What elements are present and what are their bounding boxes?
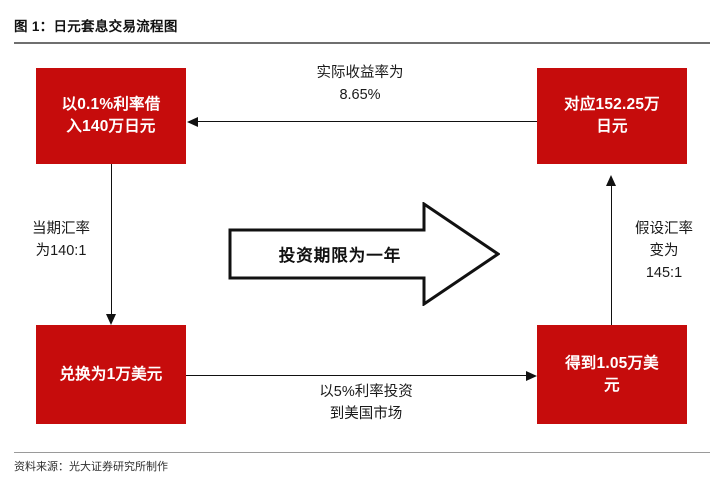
node-top-left-line-1: 以0.1%利率借: [61, 96, 161, 113]
node-top-right-line-1: 对应152.25万: [564, 96, 660, 113]
footer-divider: [14, 452, 710, 453]
arrow-line: [111, 164, 112, 314]
edge-label-right-line-2: 变为: [649, 242, 679, 259]
edge-label-left: 当期汇率 为140:1: [18, 219, 104, 263]
arrow-head-down-icon: [106, 314, 116, 325]
arrow-head-left-icon: [187, 116, 198, 127]
node-bottom-right-line-2: 元: [604, 376, 620, 394]
node-bottom-right: 得到1.05万美 元: [537, 325, 687, 424]
node-top-right: 对应152.25万 日元: [537, 68, 687, 164]
page-title: 图 1：日元套息交易流程图: [14, 19, 178, 34]
edge-label-top: 实际收益率为 8.65%: [252, 63, 468, 107]
source-note: 资料来源：光大证券研究所制作: [14, 461, 168, 473]
edge-label-top-line-1: 实际收益率为: [316, 65, 404, 81]
arrow-line: [197, 121, 537, 122]
node-top-left: 以0.1%利率借 入140万日元: [36, 68, 186, 164]
arrow-line: [186, 375, 526, 376]
node-top-right-line-2: 日元: [596, 118, 628, 135]
node-bottom-right-line-1: 得到1.05万美: [565, 354, 659, 372]
node-bottom-left: 兑换为1万美元: [36, 325, 186, 424]
edge-label-right: 假设汇率 变为 145:1: [618, 219, 710, 284]
edge-label-left-line-1: 当期汇率: [32, 221, 90, 237]
edge-label-right-line-3: 145:1: [645, 264, 683, 281]
arrow-line: [611, 186, 612, 325]
node-bottom-left-line-1: 兑换为1万美元: [59, 365, 163, 383]
arrow-head-up-icon: [606, 175, 616, 186]
edge-label-bottom: 以5%利率投资 到美国市场: [258, 382, 474, 426]
block-arrow-label: 投资期限为一年: [278, 247, 402, 265]
edge-label-left-line-2: 为140:1: [35, 242, 87, 259]
block-arrow-right-icon: 投资期限为一年: [228, 202, 500, 306]
edge-label-top-line-2: 8.65%: [339, 86, 381, 103]
arrow-head-right-icon: [526, 370, 537, 381]
edge-label-bottom-line-1: 以5%利率投资: [319, 384, 413, 400]
edge-label-bottom-line-2: 到美国市场: [329, 405, 403, 422]
node-top-left-line-2: 入140万日元: [66, 118, 156, 135]
title-divider: [14, 42, 710, 44]
edge-label-right-line-1: 假设汇率: [635, 221, 693, 237]
